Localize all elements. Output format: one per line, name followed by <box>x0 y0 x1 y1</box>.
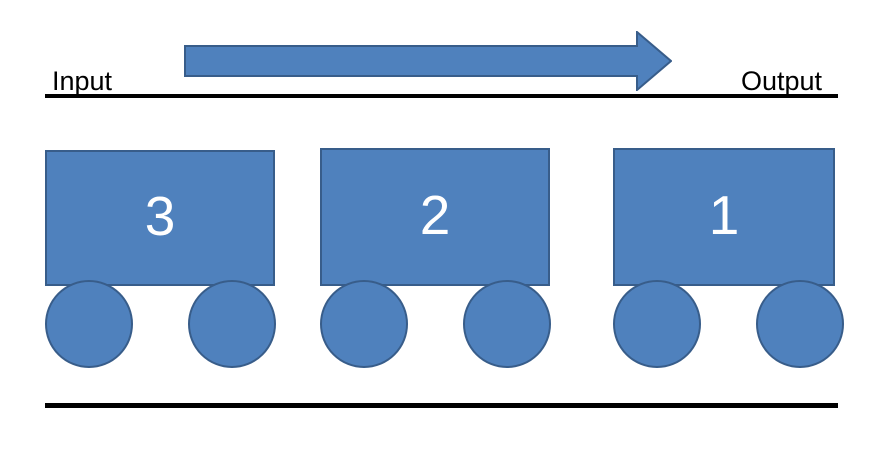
cart-2-number: 2 <box>419 183 451 246</box>
cart-2[interactable]: 2 <box>320 148 551 368</box>
output-label: Output <box>741 66 823 96</box>
input-label: Input <box>52 66 113 96</box>
arrow-shape <box>184 31 672 91</box>
bottom-rail-line <box>45 403 838 408</box>
cart-1-body[interactable]: 1 <box>613 148 835 286</box>
cart-1-wheel-left <box>613 280 701 368</box>
cart-1-wheel-right <box>756 280 844 368</box>
cart-1-number: 1 <box>708 183 740 246</box>
cart-2-wheel-left <box>320 280 408 368</box>
cart-3-number: 3 <box>144 184 176 247</box>
cart-3-wheel-left <box>45 280 133 368</box>
cart-3-body[interactable]: 3 <box>45 150 275 286</box>
flow-direction-arrow <box>184 31 672 91</box>
cart-1[interactable]: 1 <box>613 148 844 368</box>
top-rail-line <box>45 94 838 98</box>
cart-3[interactable]: 3 <box>45 150 276 368</box>
cart-2-body[interactable]: 2 <box>320 148 550 286</box>
cart-2-wheel-right <box>463 280 551 368</box>
cart-3-wheel-right <box>188 280 276 368</box>
